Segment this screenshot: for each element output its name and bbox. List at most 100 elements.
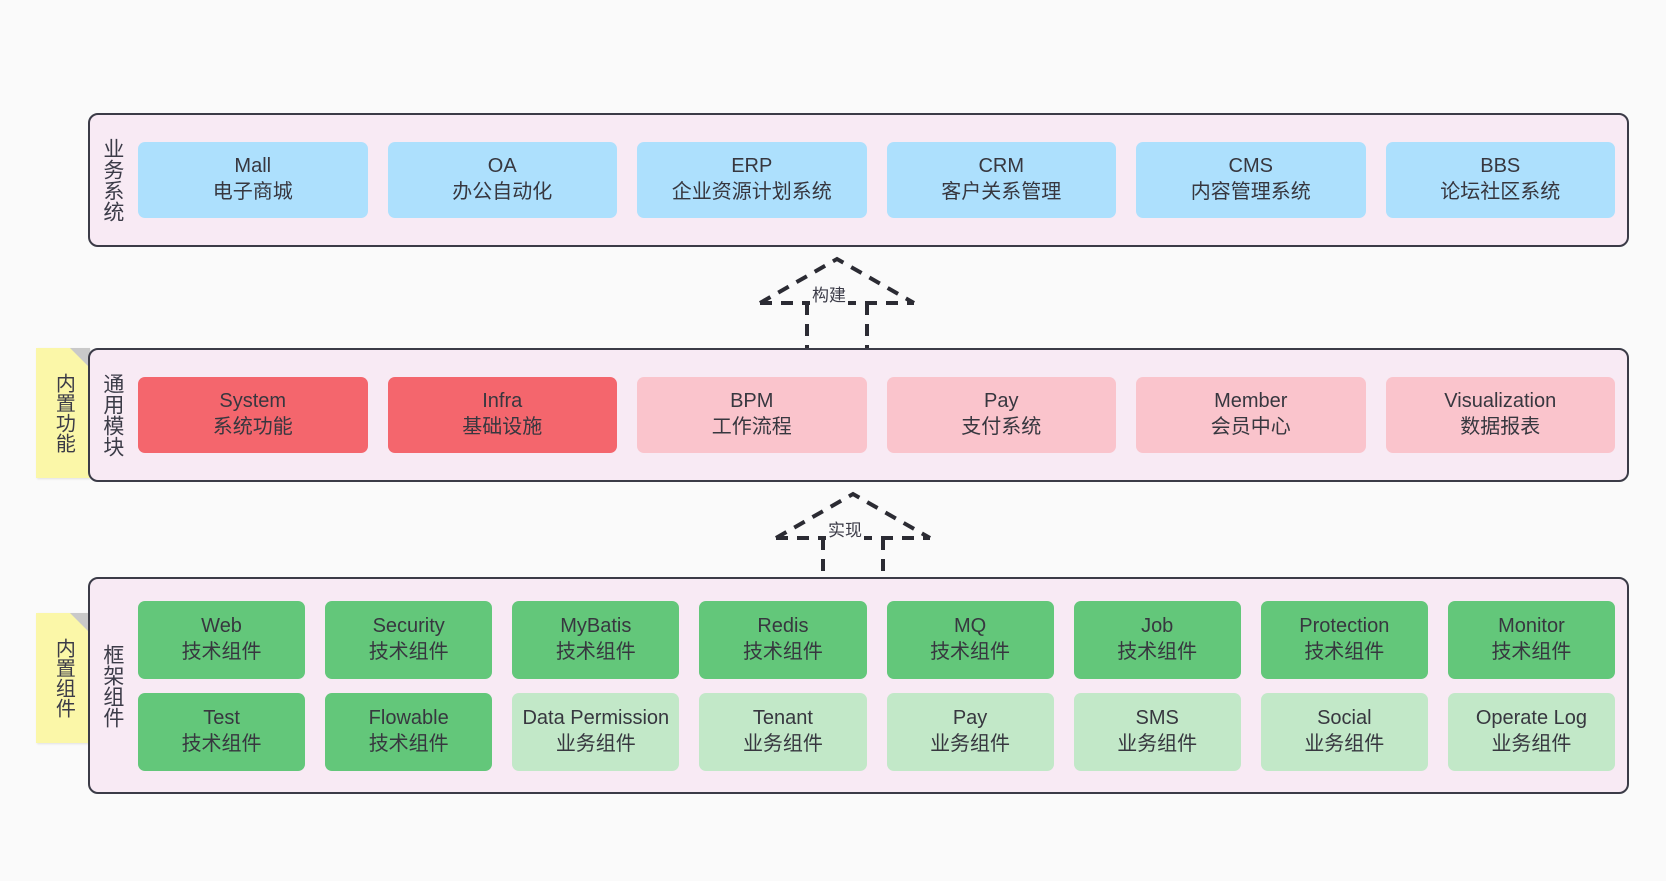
node-label-cn: 技术组件 — [930, 640, 1011, 663]
node-label-cn: 业务组件 — [555, 732, 636, 755]
node-mall[interactable]: Mall 电子商城 — [138, 142, 368, 218]
node-label-en: Mall — [234, 155, 272, 178]
note-label: 内置功能 — [52, 373, 75, 453]
node-label-cn: 技术组件 — [181, 640, 262, 663]
node-label-cn: 技术组件 — [1304, 640, 1385, 663]
node-label-en: Job — [1141, 614, 1174, 637]
node-label-en: Protection — [1299, 614, 1390, 637]
node-bpm[interactable]: BPM 工作流程 — [637, 377, 867, 453]
note-label: 内置组件 — [52, 638, 75, 718]
node-label-en: OA — [487, 155, 517, 178]
node-bbs[interactable]: BBS 论坛社区系统 — [1385, 142, 1615, 218]
node-label-en: Infra — [482, 390, 523, 413]
node-label-en: MyBatis — [560, 614, 632, 637]
node-redis[interactable]: Redis 技术组件 — [699, 600, 867, 679]
node-label-en: BPM — [730, 390, 774, 413]
node-label-en: Monitor — [1498, 614, 1565, 637]
node-label-cn: 内容管理系统 — [1190, 181, 1311, 203]
layer-title-framework: 框架组件 — [100, 643, 124, 728]
layer-common-module: 通用模块 System 系统功能 Infra 基础设施 BPM 工作流程 Pay… — [88, 348, 1629, 482]
node-label-en: Security — [372, 614, 445, 637]
node-label-en: Flowable — [368, 706, 449, 729]
arrowhead-triangle-sides — [775, 491, 931, 540]
node-infra[interactable]: Infra 基础设施 — [387, 377, 617, 453]
node-label-en: Web — [201, 614, 242, 637]
note-builtin-function: 内置功能 — [36, 348, 90, 478]
node-monitor[interactable]: Monitor 技术组件 — [1447, 600, 1615, 679]
node-label-cn: 业务组件 — [1117, 732, 1198, 755]
node-label-cn: 技术组件 — [1117, 640, 1198, 663]
node-job[interactable]: Job 技术组件 — [1073, 600, 1241, 679]
node-mybatis[interactable]: MyBatis 技术组件 — [512, 600, 680, 679]
node-system[interactable]: System 系统功能 — [138, 377, 368, 453]
node-label-cn: 业务组件 — [1304, 732, 1385, 755]
node-label-cn: 支付系统 — [961, 416, 1042, 438]
node-label-en: BBS — [1480, 155, 1521, 178]
node-web[interactable]: Web 技术组件 — [138, 600, 306, 679]
node-member[interactable]: Member 会员中心 — [1136, 377, 1366, 453]
node-erp[interactable]: ERP 企业资源计划系统 — [637, 142, 867, 218]
node-label-cn: 技术组件 — [555, 640, 636, 663]
node-label-cn: 客户关系管理 — [941, 181, 1062, 203]
node-label-en: Member — [1214, 390, 1288, 413]
node-flowable[interactable]: Flowable 技术组件 — [325, 692, 493, 771]
node-label-en: Redis — [757, 614, 809, 637]
node-data-permission[interactable]: Data Permission 业务组件 — [512, 692, 680, 771]
node-label-en: Tenant — [752, 706, 813, 729]
node-cms[interactable]: CMS 内容管理系统 — [1136, 142, 1366, 218]
node-security[interactable]: Security 技术组件 — [325, 600, 493, 679]
layer-body-common: System 系统功能 Infra 基础设施 BPM 工作流程 Pay 支付系统… — [134, 350, 1627, 480]
node-label-cn: 技术组件 — [1491, 640, 1572, 663]
node-label-en: System — [219, 390, 287, 413]
node-label-en: Visualization — [1444, 390, 1557, 413]
node-pay-business[interactable]: Pay 业务组件 — [886, 692, 1054, 771]
note-builtin-component: 内置组件 — [36, 613, 90, 743]
node-label-en: CMS — [1228, 155, 1273, 178]
node-label-cn: 电子商城 — [212, 181, 293, 203]
node-label-cn: 技术组件 — [181, 732, 262, 755]
layer-body-business: Mall 电子商城 OA 办公自动化 ERP 企业资源计划系统 CRM 客户关系… — [134, 115, 1627, 245]
row: Web 技术组件 Security 技术组件 MyBatis 技术组件 Redi… — [138, 600, 1615, 679]
connector-label-build: 构建 — [810, 281, 848, 306]
node-label-en: Pay — [984, 390, 1019, 413]
node-label-cn: 办公自动化 — [452, 181, 553, 203]
node-protection[interactable]: Protection 技术组件 — [1260, 600, 1428, 679]
node-label-cn: 基础设施 — [462, 416, 543, 438]
node-oa[interactable]: OA 办公自动化 — [387, 142, 617, 218]
node-label-cn: 工作流程 — [711, 416, 792, 438]
node-label-en: CRM — [978, 155, 1025, 178]
connector-build: 构建 — [752, 255, 922, 350]
connector-implement: 实现 — [768, 490, 938, 585]
node-label-cn: 业务组件 — [930, 732, 1011, 755]
node-social[interactable]: Social 业务组件 — [1260, 692, 1428, 771]
row: Test 技术组件 Flowable 技术组件 Data Permission … — [138, 692, 1615, 771]
node-mq[interactable]: MQ 技术组件 — [886, 600, 1054, 679]
node-label-cn: 论坛社区系统 — [1440, 181, 1561, 203]
node-label-en: ERP — [731, 155, 773, 178]
node-crm[interactable]: CRM 客户关系管理 — [886, 142, 1116, 218]
node-label-en: SMS — [1135, 706, 1179, 729]
node-label-cn: 技术组件 — [368, 732, 449, 755]
node-label-en: Test — [203, 706, 240, 729]
node-label-cn: 数据报表 — [1460, 416, 1541, 438]
note-fold-corner-icon — [70, 348, 90, 368]
node-operate-log[interactable]: Operate Log 业务组件 — [1447, 692, 1615, 771]
node-label-en: MQ — [953, 614, 987, 637]
node-label-cn: 业务组件 — [1491, 732, 1572, 755]
note-fold-corner-icon — [70, 613, 90, 633]
node-label-en: Pay — [952, 706, 988, 729]
connector-label-implement: 实现 — [826, 516, 864, 541]
node-visualization[interactable]: Visualization 数据报表 — [1385, 377, 1615, 453]
layer-body-framework: Web 技术组件 Security 技术组件 MyBatis 技术组件 Redi… — [134, 579, 1627, 792]
node-tenant[interactable]: Tenant 业务组件 — [699, 692, 867, 771]
arrowhead-triangle-sides — [759, 256, 915, 305]
node-sms[interactable]: SMS 业务组件 — [1073, 692, 1241, 771]
node-test[interactable]: Test 技术组件 — [138, 692, 306, 771]
node-pay[interactable]: Pay 支付系统 — [886, 377, 1116, 453]
node-label-cn: 会员中心 — [1210, 416, 1291, 438]
node-label-en: Data Permission — [522, 706, 670, 729]
node-label-en: Operate Log — [1475, 706, 1588, 729]
layer-title-business: 业务系统 — [100, 138, 124, 222]
node-label-cn: 技术组件 — [742, 640, 823, 663]
